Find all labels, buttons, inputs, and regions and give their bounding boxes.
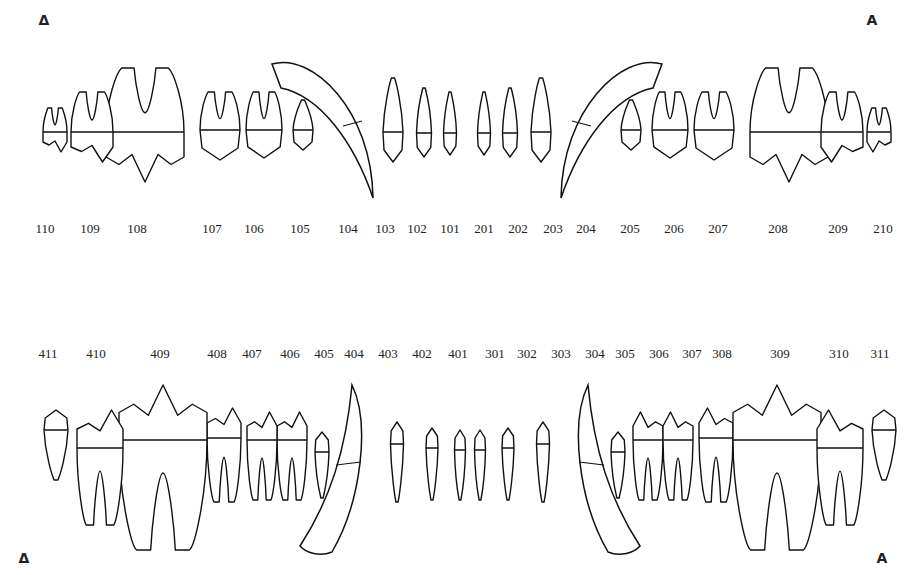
tooth-number: 105 [290, 222, 310, 235]
tooth-outline [663, 412, 693, 500]
tooth-outline [207, 408, 241, 502]
tooth-number: 108 [127, 222, 147, 235]
tooth-number: 106 [244, 222, 264, 235]
tooth-outline [417, 88, 432, 157]
tooth-outline [293, 100, 313, 150]
lower-right-quadrant [44, 385, 466, 554]
tooth-number: 309 [770, 347, 790, 360]
tooth-number: 206 [664, 222, 684, 235]
tooth-outline [652, 92, 688, 158]
crown-line [572, 121, 591, 126]
tooth-number: 207 [708, 222, 728, 235]
tooth-outline [315, 432, 329, 498]
tooth-outline [71, 92, 113, 162]
tooth-number: 410 [86, 347, 106, 360]
tooth-number: 310 [829, 347, 849, 360]
tooth-outline [817, 410, 863, 525]
tooth-outline [867, 108, 891, 152]
tooth-number: 306 [649, 347, 669, 360]
tooth-number: 301 [485, 347, 505, 360]
tooth-outline [77, 410, 123, 525]
tooth-number: 201 [474, 222, 494, 235]
side-mark: A [867, 13, 878, 27]
tooth-number: 307 [682, 347, 702, 360]
tooth-outline [200, 92, 240, 160]
tooth-outline [478, 92, 491, 155]
tooth-outline [444, 92, 457, 155]
tooth-number: 104 [338, 222, 358, 235]
tooth-outline [391, 422, 404, 502]
tooth-outline [119, 385, 207, 550]
tooth-number: 404 [344, 347, 364, 360]
lower-left-quadrant [475, 385, 897, 554]
tooth-number: 102 [407, 222, 427, 235]
tooth-outline [750, 68, 828, 182]
tooth-number: 202 [508, 222, 528, 235]
crown-line [336, 462, 361, 465]
tooth-number: 403 [378, 347, 398, 360]
tooth-number: 208 [768, 222, 788, 235]
upper-right-quadrant [43, 62, 457, 198]
side-mark: Δ [19, 551, 30, 565]
tooth-outline [502, 428, 514, 500]
crown-line [343, 121, 362, 126]
tooth-outline [872, 410, 896, 480]
tooth-outline [699, 408, 733, 502]
tooth-outline [246, 92, 282, 158]
tooth-outline [277, 412, 307, 500]
tooth-number: 304 [585, 347, 605, 360]
tooth-number: 302 [517, 347, 537, 360]
crown-line [579, 462, 604, 465]
tooth-outline [531, 78, 551, 162]
tooth-outline [537, 422, 550, 502]
tooth-outline [733, 385, 821, 550]
tooth-number: 411 [38, 347, 57, 360]
tooth-outline [621, 100, 641, 150]
tooth-outline [821, 92, 863, 162]
canine-outline [561, 62, 662, 198]
tooth-outline [633, 412, 663, 500]
tooth-outline [43, 108, 67, 152]
tooth-outline [247, 412, 277, 500]
tooth-number: 107 [202, 222, 222, 235]
canine-outline [300, 385, 362, 554]
tooth-outline [475, 430, 486, 500]
side-mark: Δ [39, 13, 50, 27]
tooth-number: 311 [870, 347, 889, 360]
tooth-number: 409 [150, 347, 170, 360]
tooth-outline [106, 68, 184, 182]
tooth-number: 101 [440, 222, 460, 235]
tooth-outline [455, 430, 466, 500]
tooth-number: 303 [551, 347, 571, 360]
tooth-outline [694, 92, 734, 160]
tooth-number: 402 [412, 347, 432, 360]
tooth-number: 408 [207, 347, 227, 360]
tooth-number: 109 [80, 222, 100, 235]
tooth-number: 110 [35, 222, 54, 235]
upper-left-quadrant [478, 62, 892, 198]
tooth-number: 204 [576, 222, 596, 235]
tooth-outline [426, 428, 438, 500]
tooth-number: 305 [615, 347, 635, 360]
tooth-number: 407 [242, 347, 262, 360]
canine-outline [578, 385, 640, 554]
tooth-number: 405 [314, 347, 334, 360]
canine-outline [272, 62, 373, 198]
tooth-number: 406 [280, 347, 300, 360]
tooth-number: 209 [828, 222, 848, 235]
side-mark: A [877, 551, 888, 565]
tooth-number: 401 [448, 347, 468, 360]
tooth-outline [44, 410, 68, 480]
tooth-number: 203 [543, 222, 563, 235]
tooth-number: 308 [712, 347, 732, 360]
tooth-number: 103 [375, 222, 395, 235]
tooth-outline [503, 88, 518, 157]
tooth-outline [383, 78, 403, 162]
tooth-outline [611, 432, 625, 498]
tooth-number: 210 [873, 222, 893, 235]
tooth-number: 205 [620, 222, 640, 235]
